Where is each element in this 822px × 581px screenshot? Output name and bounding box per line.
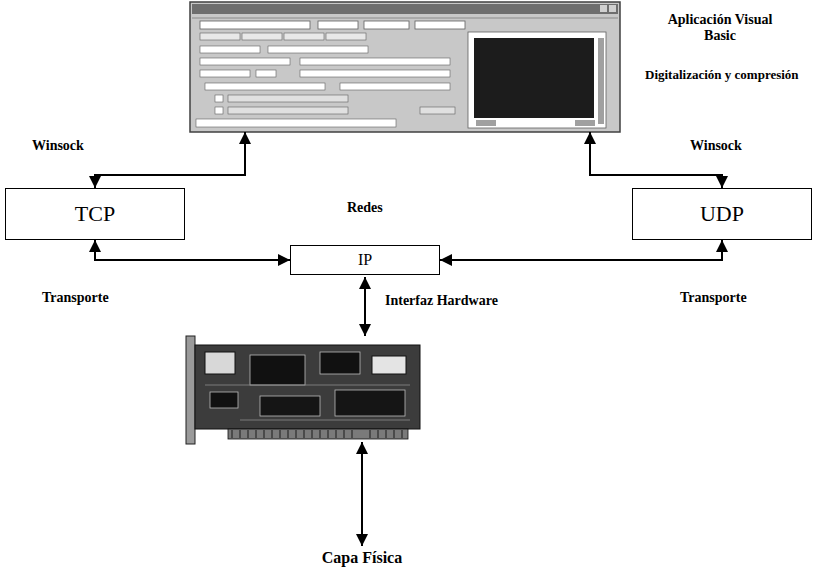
interface-label: Winsock [688,138,744,154]
application-subtitle: Digitalización y compresión [645,68,799,83]
application-window: Aplicación Visual BasicDigitalización y … [190,2,620,132]
interface-label: Transporte [40,290,111,306]
layer-label: Capa Física [320,549,404,567]
layer-label: Interfaz Hardware [383,293,500,309]
node-text: TCP [75,201,115,226]
node-text: IP [358,251,372,269]
connector-arrow [440,240,722,260]
connector-arrow [95,132,245,188]
interface-label: Winsock [30,138,86,154]
application-screenshot [190,2,620,132]
protocol-box: UDP [632,188,812,240]
layer-label: Redes [345,200,385,216]
network-card [186,336,420,444]
application-title: Aplicación Visual Basic [662,12,778,44]
connector-arrow [95,240,290,260]
node-text: UDP [700,201,744,226]
hardware-interface-arrow [364,277,366,336]
physical-layer-arrow [361,442,363,546]
interface-label: Transporte [678,290,749,306]
protocol-box: TCP [5,188,185,240]
protocol-box: IP [290,245,440,275]
